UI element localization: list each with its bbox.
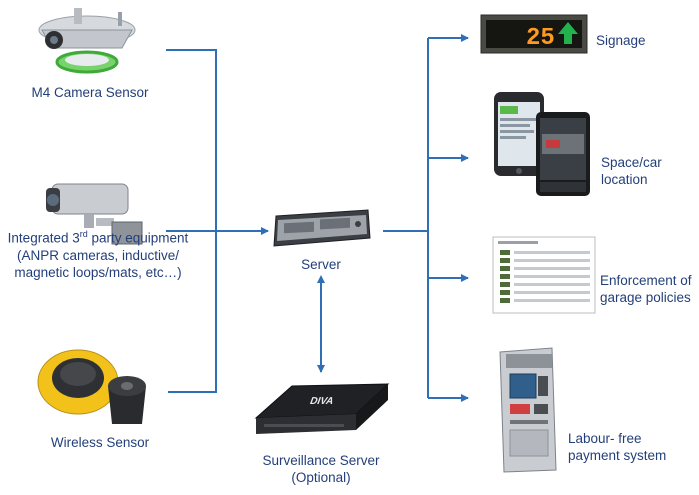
- svg-text:DIVA: DIVA: [308, 396, 336, 407]
- anpr-camera-icon: [46, 183, 143, 245]
- server-icon: [273, 209, 371, 247]
- signage-icon: 25: [480, 14, 588, 54]
- surveillance-server-icon: DIVA: [254, 383, 390, 434]
- signage-count: 25: [526, 25, 555, 52]
- space-location-label: Space/car location: [601, 155, 662, 187]
- surveillance-server-label: Surveillance Server (Optional): [262, 453, 380, 485]
- server-label: Server: [301, 257, 341, 272]
- wireless-sensor-label: Wireless Sensor: [50, 435, 150, 450]
- wireless-sensor-icon: [37, 349, 146, 424]
- camera-sensor-icon: [38, 8, 136, 74]
- mobile-app-icon: [494, 92, 590, 196]
- camera-sensor-label: M4 Camera Sensor: [31, 85, 149, 100]
- signage-label: Signage: [596, 33, 646, 48]
- third-party-label: Integrated 3rd party equipment (ANPR cam…: [7, 229, 189, 280]
- payment-kiosk-icon: [499, 347, 557, 473]
- enforcement-report-icon: [492, 236, 596, 314]
- enforcement-label: Enforcement of garage policies: [600, 273, 692, 305]
- payment-label: Labour- free payment system: [568, 431, 667, 463]
